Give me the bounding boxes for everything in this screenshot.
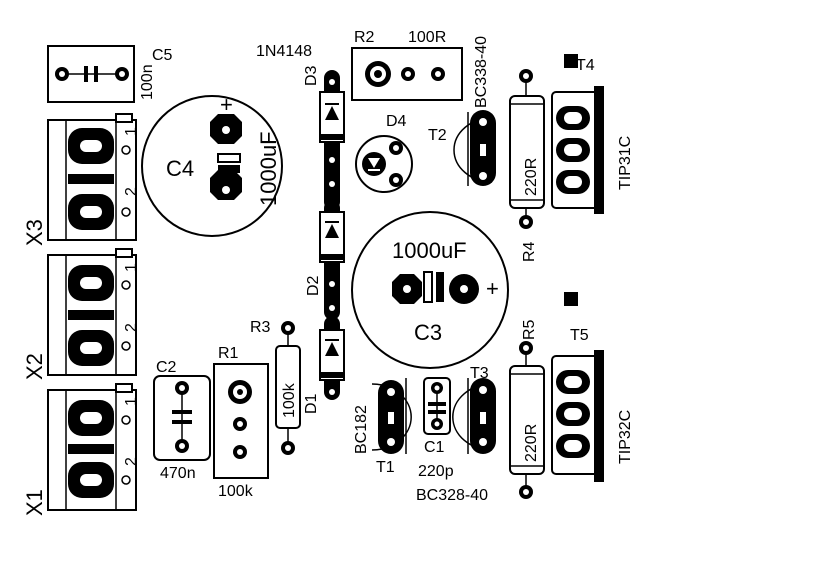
t3-label: T3 bbox=[470, 365, 489, 382]
r1-value: 100k bbox=[218, 483, 254, 500]
c2-value: 470n bbox=[160, 465, 196, 482]
r3-value: 100k bbox=[281, 382, 298, 418]
r1-label: R1 bbox=[218, 345, 239, 362]
c3-plus: + bbox=[486, 276, 499, 301]
t2-label: T2 bbox=[428, 127, 447, 144]
r2-value: 100R bbox=[408, 29, 446, 46]
transistor-t2 bbox=[453, 110, 496, 186]
c3-value: 1000uF bbox=[392, 238, 467, 263]
t3-part-label: BC328-40 bbox=[416, 487, 488, 504]
capacitor-c4 bbox=[141, 95, 283, 237]
trimmer-r2 bbox=[351, 47, 463, 101]
c1-value: 220p bbox=[418, 463, 454, 480]
transistor-t1 bbox=[371, 378, 412, 454]
t5-part-label: TIP32C bbox=[617, 410, 634, 464]
r4-value: 220R bbox=[523, 158, 540, 196]
c4-plus: + bbox=[220, 92, 233, 117]
r4-label: R4 bbox=[521, 241, 538, 262]
capacitor-c1 bbox=[423, 377, 451, 435]
capacitor-c2 bbox=[153, 375, 211, 461]
r5-label: R5 bbox=[521, 319, 538, 340]
t2-part-label: BC338-40 bbox=[473, 36, 490, 108]
capacitor-c3 bbox=[351, 211, 509, 369]
r5-value: 220R bbox=[523, 424, 540, 462]
c5-value: 100n bbox=[139, 64, 156, 100]
power-transistor-t5 bbox=[551, 292, 604, 482]
terminal-block-x2 bbox=[47, 248, 137, 376]
x1-pin1-label: 1 bbox=[123, 397, 140, 406]
c3-label: C3 bbox=[414, 320, 442, 345]
x2-pin2-label: 2 bbox=[123, 323, 140, 332]
x3-pin1-label: 1 bbox=[123, 127, 140, 136]
resistor-r5 bbox=[509, 341, 545, 499]
x3-label: X3 bbox=[22, 219, 47, 246]
diode-d3 bbox=[319, 70, 345, 210]
d1-label: D1 bbox=[303, 393, 320, 414]
x1-pin2-label: 2 bbox=[123, 457, 140, 466]
t4-label: T4 bbox=[576, 57, 595, 74]
diode-d1 bbox=[319, 316, 345, 400]
x3-pin2-label: 2 bbox=[123, 187, 140, 196]
c4-label: C4 bbox=[166, 156, 194, 181]
r3-label: R3 bbox=[250, 319, 271, 336]
c4-value: 1000uF bbox=[256, 131, 281, 206]
c5-label: C5 bbox=[152, 47, 173, 64]
diode-d2 bbox=[319, 200, 345, 320]
t4-part-label: TIP31C bbox=[617, 136, 634, 190]
power-transistor-t4 bbox=[551, 54, 604, 214]
d3-part-label: 1N4148 bbox=[256, 43, 312, 60]
c1-label: C1 bbox=[424, 439, 445, 456]
r2-label: R2 bbox=[354, 29, 375, 46]
resistor-r4 bbox=[509, 69, 545, 229]
trimmer-r1 bbox=[213, 363, 269, 479]
capacitor-c5 bbox=[47, 45, 135, 103]
x1-label: X1 bbox=[22, 489, 47, 516]
x2-pin1-label: 1 bbox=[123, 263, 140, 272]
t5-label: T5 bbox=[570, 327, 589, 344]
t1-part-label: BC182 bbox=[353, 405, 370, 454]
terminal-block-x3 bbox=[47, 113, 137, 241]
terminal-block-x1 bbox=[47, 383, 137, 511]
resistor-r3 bbox=[275, 321, 301, 455]
led-d4 bbox=[355, 135, 413, 193]
transistor-t3 bbox=[452, 378, 496, 454]
x2-label: X2 bbox=[22, 353, 47, 380]
c2-label: C2 bbox=[156, 359, 177, 376]
t1-label: T1 bbox=[376, 459, 395, 476]
d3-label: D3 bbox=[303, 65, 320, 86]
d4-label: D4 bbox=[386, 113, 407, 130]
d2-label: D2 bbox=[305, 275, 322, 296]
